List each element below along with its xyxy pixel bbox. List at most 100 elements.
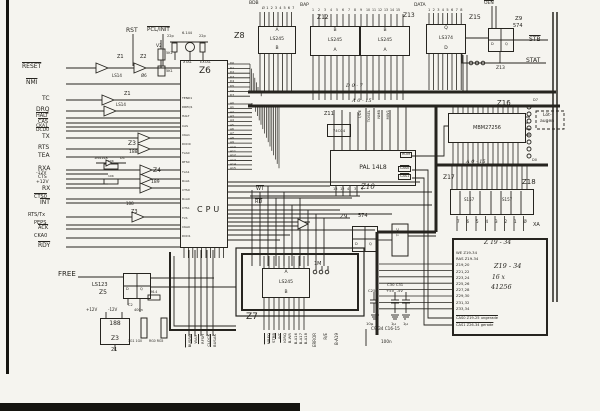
pin-number: 2 [432, 8, 435, 12]
schematic-label: +12V [86, 307, 98, 312]
schematic-label: CAS1 [398, 174, 412, 180]
pin-label: Z19,20 [456, 262, 470, 268]
schematic-label: Z3 [131, 209, 138, 215]
schematic-label: 10μ [366, 321, 374, 326]
schematic-label: RX [42, 184, 51, 192]
schematic-label: Z12 [317, 14, 329, 21]
pal-chip: PAL 14L8 [330, 150, 416, 186]
schematic-label: TMC [395, 228, 400, 237]
pin-label: CKA0 [182, 224, 190, 229]
schematic-label: TEA [38, 152, 50, 159]
schematic-label: TX [42, 133, 50, 140]
schematic-label: Z8 [234, 31, 245, 40]
schematic-label: Z11 [324, 111, 334, 117]
pin-number: 5 [283, 6, 286, 10]
component-outline [103, 178, 119, 185]
pin-number: 3 [274, 6, 278, 10]
signal-wire [412, 169, 452, 319]
schematic-label: FREE [58, 270, 76, 278]
pin-label: RAS Z19-34 [456, 256, 479, 262]
pin-label: A5 [230, 122, 234, 127]
component-outline [157, 65, 166, 77]
pin-number: 7 [457, 219, 460, 224]
schematic-label: 21 [111, 347, 118, 353]
vertical-signal-label: CLOCK [205, 334, 211, 347]
crystal-icon [185, 42, 195, 52]
schematic-label: CKA0 [34, 233, 48, 239]
driver-188-block-label: Z3 [111, 335, 119, 342]
schematic-label: 100n [381, 339, 392, 344]
schematic-label: Löt- [543, 113, 552, 118]
schematic-label: CPU [197, 205, 223, 214]
schematic-label: RXA [38, 165, 51, 172]
schematic-label: A 0 - 15 [352, 98, 372, 104]
schematic-label: +5V -5V [386, 288, 403, 293]
vertical-signal-label: ERROR [312, 333, 317, 348]
schematic-label: CTS0 [34, 194, 47, 200]
pin-number: 4 [330, 8, 333, 12]
pin-label: Z29,30 [456, 293, 470, 299]
z11-gate-label: 74C04 [332, 127, 346, 133]
schematic-label: PCL/INIT [147, 27, 170, 33]
dram-bank [452, 238, 548, 336]
schematic-label: 188 [129, 150, 138, 155]
schematic-label: 10K [108, 174, 114, 178]
solder-pad-icon [312, 269, 318, 275]
pin-number: 5 [476, 219, 479, 224]
schematic-label: Z10 [361, 183, 375, 191]
pin-number: 4 [347, 187, 350, 191]
schematic-label: ACK [38, 224, 49, 231]
gate-triangle-icon [137, 143, 152, 155]
pin-label: HALT [182, 114, 190, 119]
pin-label: D0 [230, 61, 235, 65]
pin-number: 10 [366, 8, 371, 12]
schematic-label: 574 [513, 23, 523, 29]
schematic-label: Z16 [497, 99, 511, 107]
z9-574-top [488, 28, 514, 52]
z11-gate: 74C04 [327, 124, 351, 137]
schematic-label: D [126, 287, 129, 291]
schematic-label: Z6 [199, 66, 211, 76]
solder-pad-icon [324, 269, 330, 275]
schematic-label: CKA1 [36, 123, 48, 129]
pin-number: 1 [312, 8, 315, 12]
vertical-signal-label: B-WR [287, 333, 293, 344]
pin-label: A11 [230, 148, 236, 153]
z13-ls245-label: LS245 [378, 37, 392, 43]
vertical-signal-label: RFSH [199, 334, 205, 345]
pin-label: Z23,24 [456, 274, 470, 280]
pin-number: 6 [466, 219, 470, 224]
pin-number: 13 [333, 187, 338, 191]
component-outline [140, 317, 148, 339]
z5-ls123 [123, 273, 151, 299]
pin-label: A0 [230, 101, 234, 105]
gate-triangle-icon [103, 105, 118, 117]
pin-number: 3 [324, 8, 327, 12]
pin-label: D3 [230, 74, 235, 79]
schematic-label: V2 [156, 44, 162, 49]
pin-label: DCD0 [182, 142, 191, 146]
pin-number: 12 [378, 8, 383, 12]
pin-number: 4 [485, 219, 489, 224]
solder-pad-icon [318, 269, 324, 275]
schematic-label: Z3 [128, 140, 136, 147]
schematic-label: 22p [199, 34, 206, 38]
pin-number: 6 [287, 6, 291, 10]
schematic-label: A 0 - 15 [466, 159, 486, 165]
z7-ls245-label: B [284, 289, 288, 295]
vertical-signal-label: B-A19 [334, 333, 339, 345]
pin-label: Z21,22 [456, 268, 470, 274]
signal-wire [412, 125, 448, 157]
schematic-label: RG0 RG5 [149, 339, 164, 343]
pin-label: D6 [230, 88, 235, 93]
solder-pad-icon [526, 118, 532, 124]
schematic-label: INT [40, 199, 50, 206]
schematic-label: augen [540, 119, 555, 124]
pin-number: 6 [451, 8, 454, 12]
signal-wire [412, 177, 452, 326]
schematic-label: 1μ [403, 321, 408, 326]
component-outline [160, 317, 168, 339]
pin-label: DREQ1 [182, 105, 193, 110]
